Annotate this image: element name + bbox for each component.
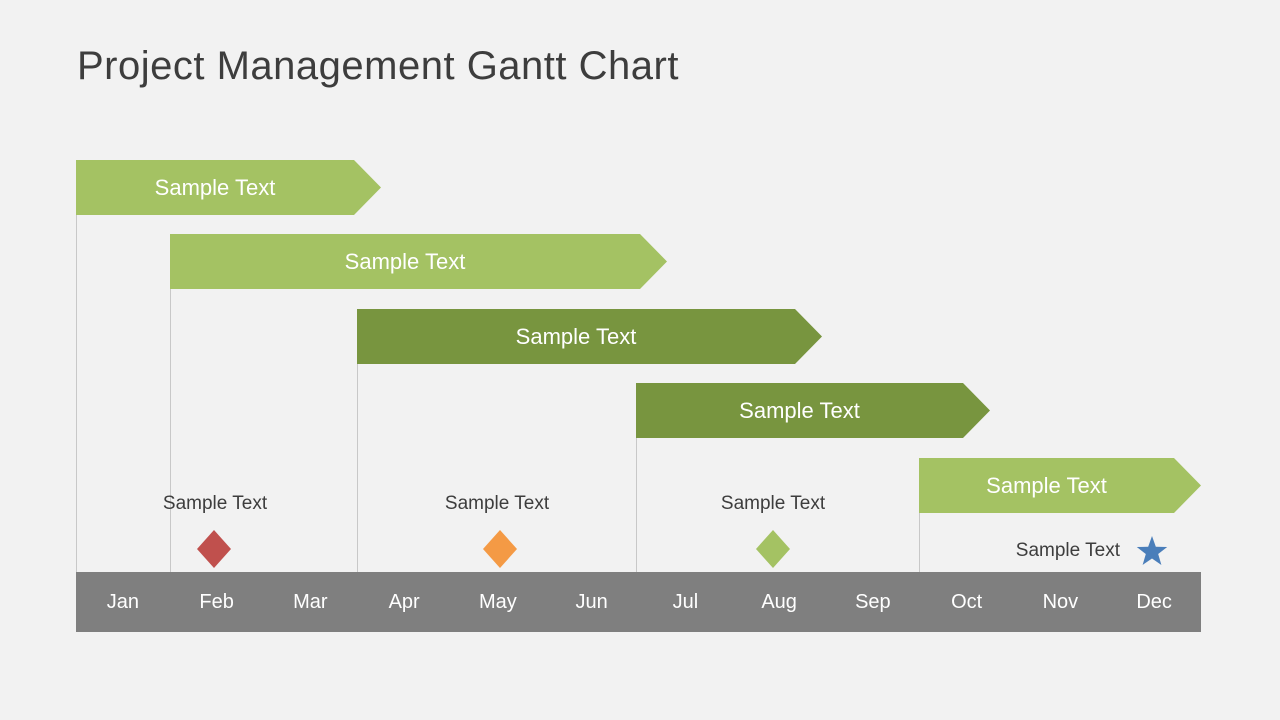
timeline-month-mar: Mar [293, 590, 328, 613]
task-bar-5: Sample Text [919, 458, 1201, 513]
milestone-diamond-icon [756, 530, 790, 573]
connector-line-4 [636, 438, 637, 572]
timeline-month-oct: Oct [951, 590, 983, 613]
timeline: Jan Feb Mar Apr May Jun Jul Aug Sep Oct … [76, 572, 1201, 632]
task-bar-1: Sample Text [76, 160, 381, 215]
connector-line-1 [76, 215, 77, 572]
milestone-diamond-icon [197, 530, 231, 573]
task-bar-3: Sample Text [357, 309, 822, 364]
milestone-label-3: Sample Text [720, 493, 826, 514]
timeline-month-nov: Nov [1042, 590, 1079, 613]
page-title: Project Management Gantt Chart [77, 44, 679, 88]
task-bar-1-label: Sample Text [154, 175, 276, 200]
connector-line-2 [170, 289, 171, 572]
connector-line-5 [919, 513, 920, 572]
task-bar-4: Sample Text [636, 383, 990, 438]
timeline-month-feb: Feb [199, 590, 234, 613]
task-bar-5-label: Sample Text [986, 473, 1107, 498]
timeline-month-jul: Jul [672, 590, 699, 613]
milestone-label-4: Sample Text [1015, 540, 1120, 561]
milestone-star-icon [1136, 536, 1168, 570]
task-bar-3-label: Sample Text [515, 324, 637, 349]
timeline-month-aug: Aug [761, 590, 797, 613]
task-bar-2: Sample Text [170, 234, 667, 289]
timeline-month-apr: Apr [388, 590, 420, 613]
timeline-month-jun: Jun [575, 590, 608, 613]
milestone-label-1: Sample Text [162, 493, 268, 514]
timeline-month-dec: Dec [1136, 590, 1172, 613]
timeline-month-sep: Sep [855, 590, 891, 613]
milestone-label-2: Sample Text [444, 493, 550, 514]
milestone-diamond-icon [483, 530, 517, 573]
timeline-month-may: May [478, 590, 517, 613]
task-bar-2-label: Sample Text [344, 249, 466, 274]
task-bar-4-label: Sample Text [739, 398, 860, 423]
connector-line-3 [357, 364, 358, 572]
timeline-month-jan: Jan [106, 590, 139, 613]
